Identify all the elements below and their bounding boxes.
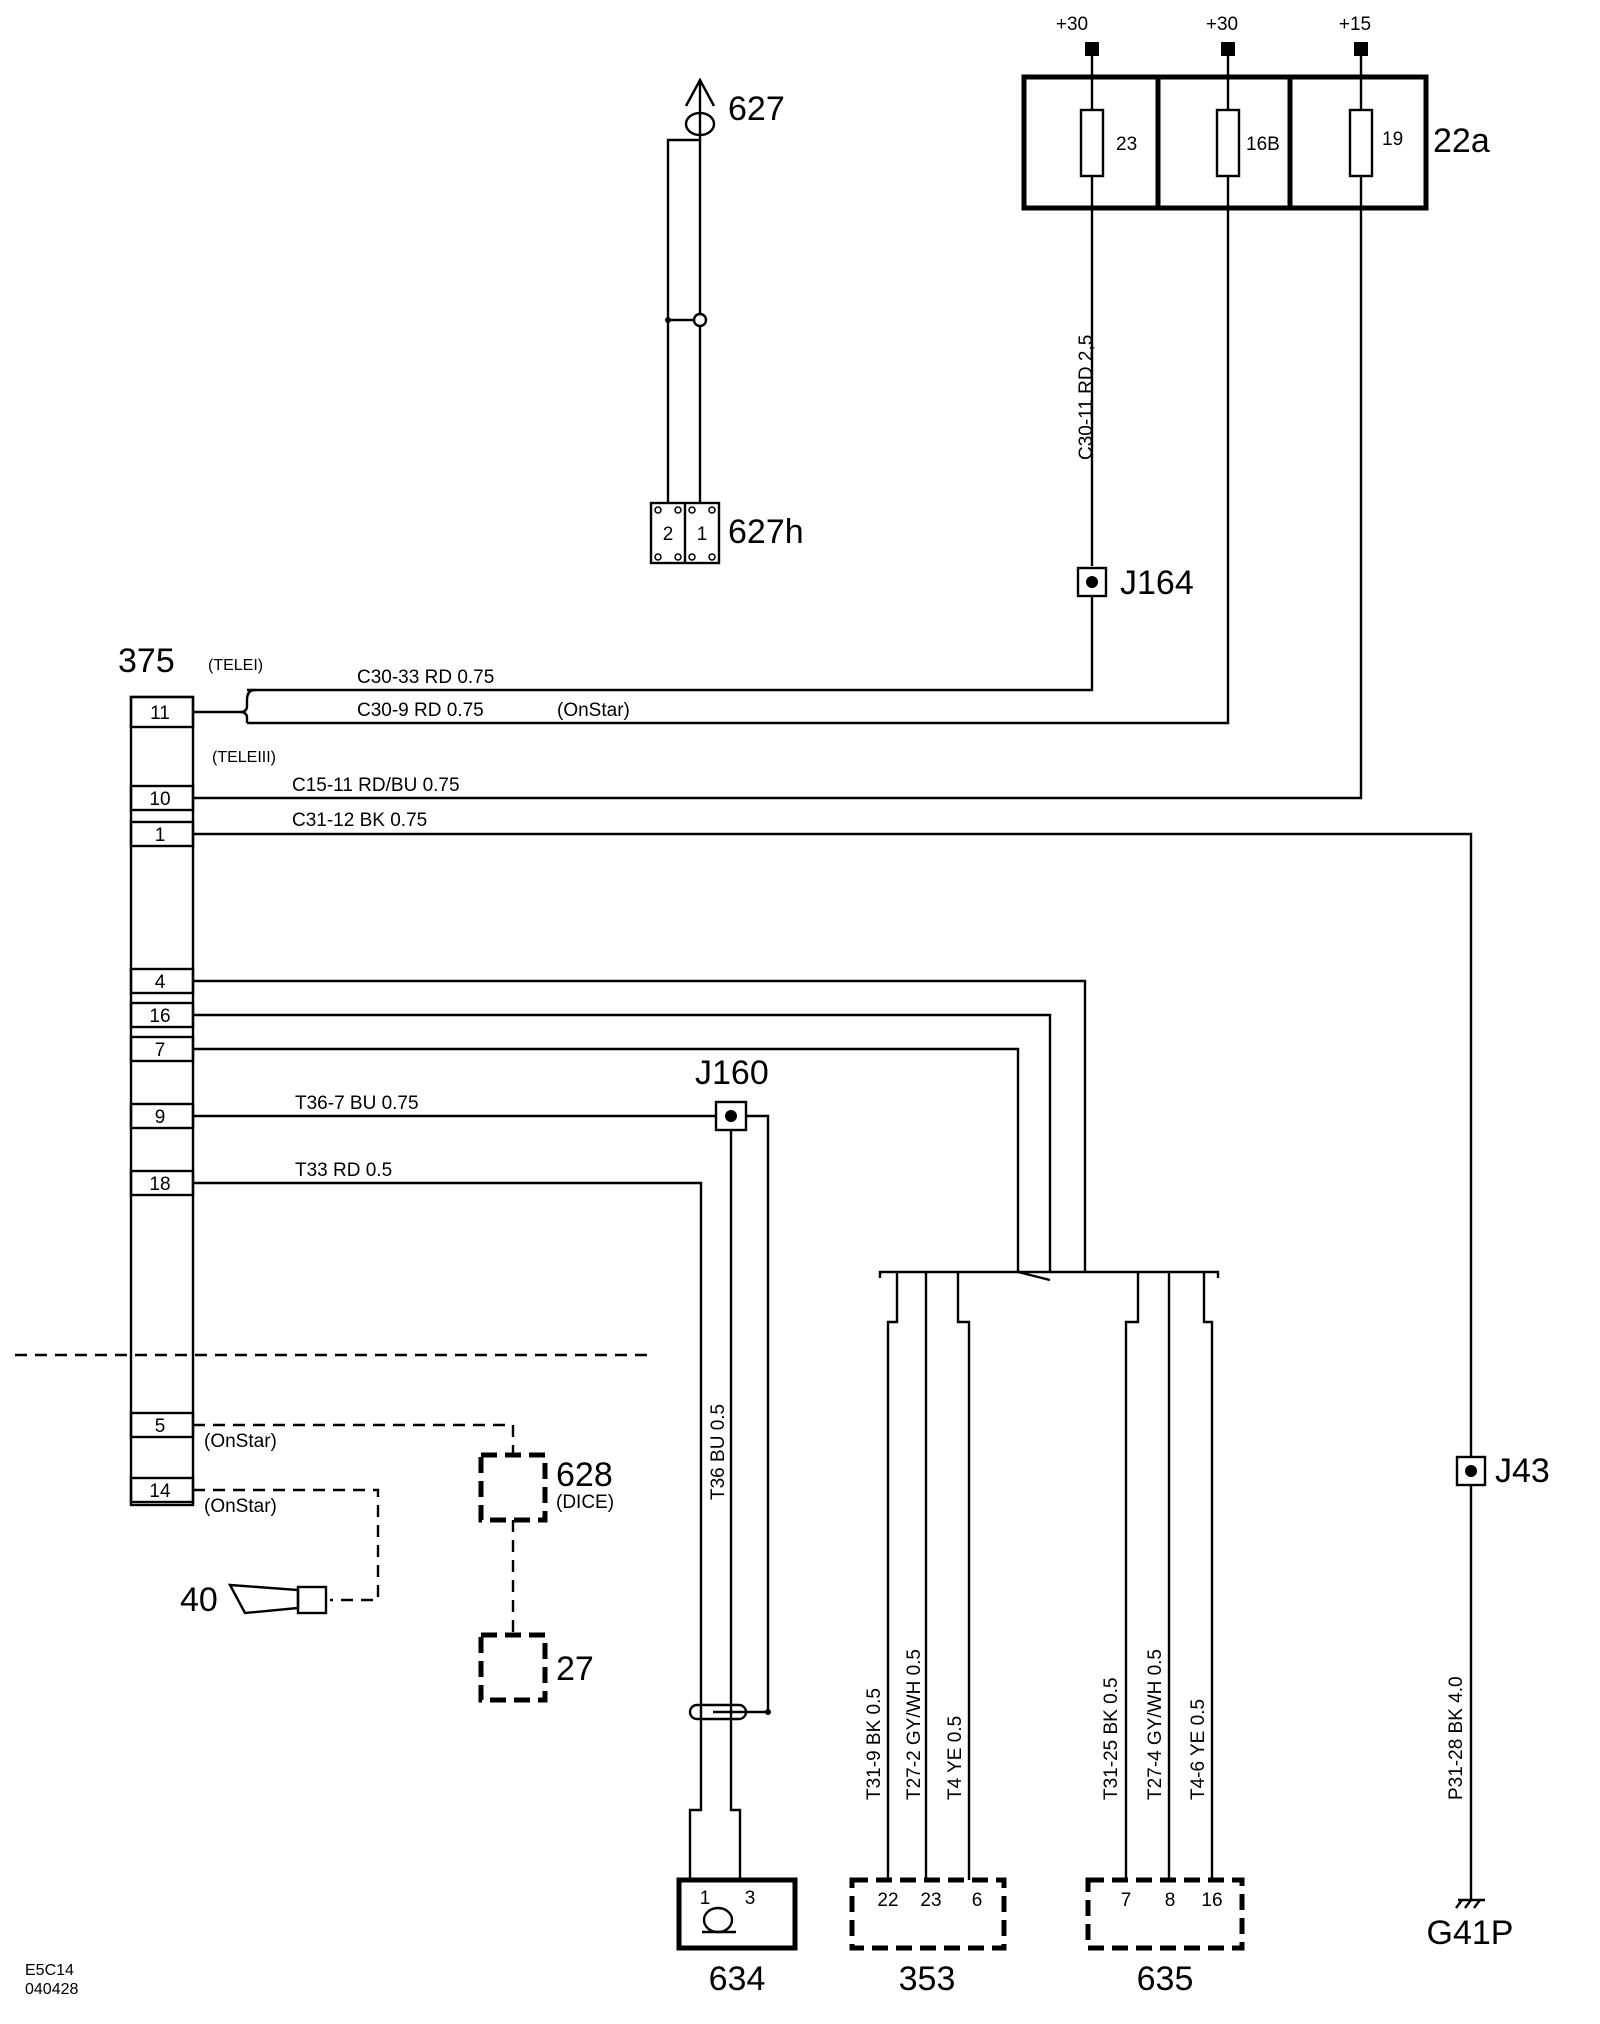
- antenna-pin-1: 1: [697, 524, 708, 545]
- component-635-pin-7: 7: [1121, 1890, 1132, 1911]
- module-label: 375: [118, 642, 175, 680]
- component-634: 1 3 634: [676, 1877, 798, 1998]
- component-27-label: 27: [556, 1650, 594, 1688]
- wire-label-t31-25: T31-25 BK 0.5: [1101, 1677, 1122, 1800]
- fuse-19: [1348, 108, 1374, 178]
- supply-label-2: +30: [1206, 14, 1238, 35]
- junction-j164: J164: [1076, 564, 1194, 602]
- wire-label-onstar-c30-9: (OnStar): [557, 700, 630, 721]
- component-628-sublabel: (DICE): [556, 1492, 614, 1513]
- component-353-pin-23: 23: [920, 1890, 941, 1911]
- wire-label-t36-7: T36-7 BU 0.75: [295, 1093, 419, 1114]
- component-353-pin-22: 22: [877, 1890, 898, 1911]
- module-pin-7: 7: [129, 1035, 195, 1063]
- component-635-pin-8: 8: [1165, 1890, 1176, 1911]
- antenna-label: 627: [728, 90, 785, 128]
- junction-j160: J160: [695, 1054, 769, 1132]
- supply-terminal-3: +15: [1339, 14, 1371, 56]
- wire-label-c15-11: C15-11 RD/BU 0.75: [292, 775, 460, 796]
- component-634-pin-3: 3: [745, 1888, 756, 1909]
- fuse-16b: [1215, 108, 1241, 178]
- module-pin-5: 5: [129, 1411, 195, 1439]
- module-pin-14-label: 14: [149, 1481, 171, 1502]
- component-628-label: 628: [556, 1456, 613, 1494]
- wire-label-c30-33: C30-33 RD 0.75: [357, 667, 494, 688]
- fuse-label-23: 23: [1116, 134, 1137, 155]
- module-375: 375 (TELEI) (TELEIII) 11 10 1 4 16 7: [118, 642, 276, 1507]
- module-pin-11-label: 11: [150, 703, 170, 724]
- module-pin-16: 16: [129, 1001, 195, 1029]
- module-pin-10: 10: [129, 784, 195, 812]
- junction-label-j160: J160: [695, 1054, 769, 1092]
- wire-label-t4-6: T4-6 YE 0.5: [1188, 1699, 1209, 1800]
- component-635: 7 8 16 635: [1085, 1877, 1245, 1998]
- module-pin-9-label: 9: [155, 1107, 166, 1128]
- ground-symbol: G41P: [1427, 1898, 1514, 1952]
- module-pin-10-label: 10: [149, 789, 170, 810]
- component-353-label: 353: [899, 1960, 956, 1998]
- component-27: 27: [478, 1632, 594, 1703]
- wire-label-p31-28: P31-28 BK 4.0: [1446, 1676, 1467, 1800]
- supply-label-3: +15: [1339, 14, 1371, 35]
- module-pin-7-label: 7: [155, 1040, 166, 1061]
- component-635-label: 635: [1137, 1960, 1194, 1998]
- fuse-label-16b: 16B: [1246, 134, 1280, 155]
- wire-label-c31-12: C31-12 BK 0.75: [292, 810, 427, 831]
- footer-code: E5C14: [25, 1962, 74, 1979]
- antenna: 627: [665, 77, 785, 515]
- module-pin-1: 1: [129, 820, 195, 848]
- antenna-connector: 2 1 627h: [649, 501, 804, 565]
- module-pin-14: 14: [129, 1476, 195, 1504]
- module-variant-top: (TELEI): [208, 657, 263, 674]
- component-634-pin-1: 1: [700, 1888, 711, 1909]
- onstar-label-pin14: (OnStar): [204, 1496, 277, 1517]
- antenna-pin-2: 2: [663, 524, 674, 545]
- wire-label-t36-vertical: T36 BU 0.5: [708, 1404, 729, 1500]
- module-pin-9: 9: [129, 1102, 195, 1130]
- supply-label-1: +30: [1056, 14, 1088, 35]
- junction-label-j164: J164: [1120, 564, 1194, 602]
- wire-label-t33: T33 RD 0.5: [295, 1160, 392, 1181]
- module-pin-18-label: 18: [149, 1174, 170, 1195]
- wire-label-t4: T4 YE 0.5: [945, 1716, 966, 1800]
- module-pin-4: 4: [129, 967, 195, 995]
- microphone-40: 40: [180, 1581, 328, 1619]
- component-353-pin-6: 6: [972, 1890, 983, 1911]
- module-pin-1-label: 1: [155, 825, 166, 846]
- supply-terminal-2: +30: [1206, 14, 1238, 56]
- wire-label-t27-2: T27-2 GY/WH 0.5: [904, 1649, 925, 1800]
- wire-label-c30-9: C30-9 RD 0.75: [357, 700, 484, 721]
- junction-j43: J43: [1455, 1452, 1550, 1490]
- onstar-label-pin5: (OnStar): [204, 1431, 277, 1452]
- module-pin-16-label: 16: [149, 1006, 170, 1027]
- wire-label-c30-11: C30-11 RD 2,5: [1076, 335, 1097, 460]
- component-635-pin-16: 16: [1201, 1890, 1222, 1911]
- fuse-box-label: 22a: [1433, 122, 1490, 160]
- ground-label: G41P: [1427, 1914, 1514, 1952]
- module-pin-5-label: 5: [155, 1416, 166, 1437]
- wire-label-t31-9: T31-9 BK 0.5: [864, 1688, 885, 1800]
- component-628: 628 (DICE): [478, 1452, 614, 1523]
- footer-date: 040428: [25, 1981, 78, 1998]
- fuse-label-19: 19: [1382, 129, 1403, 150]
- module-pin-4-label: 4: [155, 972, 166, 993]
- module-pin-18: 18: [129, 1169, 195, 1197]
- antenna-connector-label: 627h: [728, 513, 804, 551]
- supply-terminal-1: +30: [1056, 14, 1099, 56]
- fuse-box: 23 16B 19 22a: [1021, 74, 1490, 211]
- wire-label-t27-4: T27-4 GY/WH 0.5: [1145, 1649, 1166, 1800]
- junction-label-j43: J43: [1495, 1452, 1550, 1490]
- module-pin-11: 11: [129, 695, 195, 729]
- fuse-23: [1079, 108, 1105, 178]
- microphone-label: 40: [180, 1581, 218, 1619]
- module-variant-bottom: (TELEIII): [212, 749, 276, 766]
- component-353: 22 23 6 353: [849, 1877, 1007, 1998]
- component-634-label: 634: [709, 1960, 766, 1998]
